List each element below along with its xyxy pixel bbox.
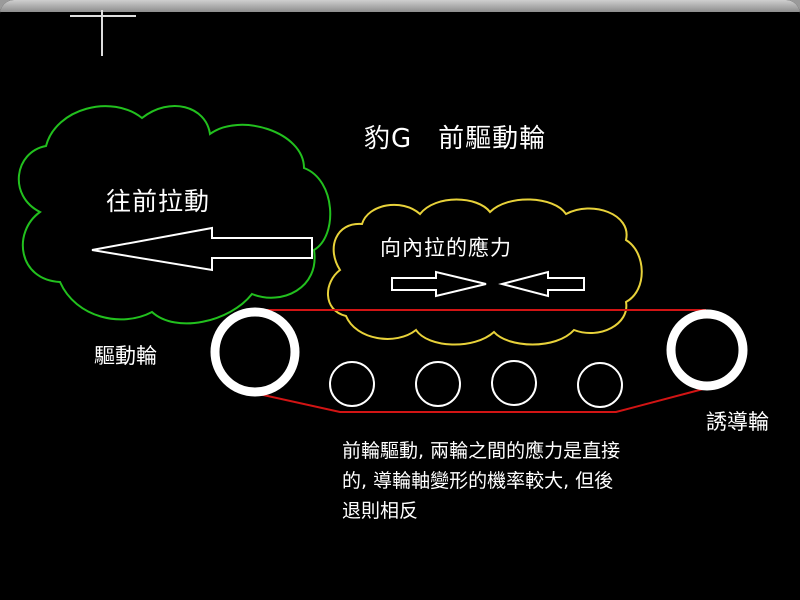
inward-arrow-left-icon — [498, 270, 585, 298]
road-wheels — [329, 360, 623, 408]
crosshair-cursor-icon — [70, 10, 136, 56]
pull-forward-cloud — [17, 105, 332, 325]
road-wheel — [491, 360, 537, 406]
track-outline — [253, 309, 708, 413]
explanation-note: 前輪驅動, 兩輪之間的應力是直接 的, 導輪軸變形的機率較大, 但後 退則相反 — [342, 436, 662, 526]
inward-arrow-right-icon — [391, 270, 487, 298]
note-line: 前輪驅動, 兩輪之間的應力是直接 — [342, 440, 621, 462]
note-line: 退則相反 — [342, 500, 419, 522]
title-text: 前驅動輪 — [438, 124, 547, 154]
road-wheel — [329, 361, 375, 407]
diagram-title: 豹G 前驅動輪 — [364, 118, 546, 155]
inward-stress-label: 向內拉的應力 — [380, 236, 512, 260]
idler-wheel — [666, 309, 748, 391]
inward-stress-cloud — [327, 198, 643, 346]
road-wheel — [577, 362, 623, 408]
road-wheel — [415, 361, 461, 407]
drive-wheel-label: 驅動輪 — [94, 344, 157, 368]
pull-forward-label: 往前拉動 — [106, 187, 211, 216]
note-line: 的, 導輪軸變形的機率較大, 但後 — [342, 470, 614, 492]
idler-wheel-label: 誘導輪 — [706, 410, 769, 434]
title-model: 豹G — [364, 124, 413, 154]
pull-forward-arrow-icon — [91, 226, 313, 272]
monitor-bezel — [0, 0, 800, 12]
drive-wheel — [210, 307, 300, 397]
